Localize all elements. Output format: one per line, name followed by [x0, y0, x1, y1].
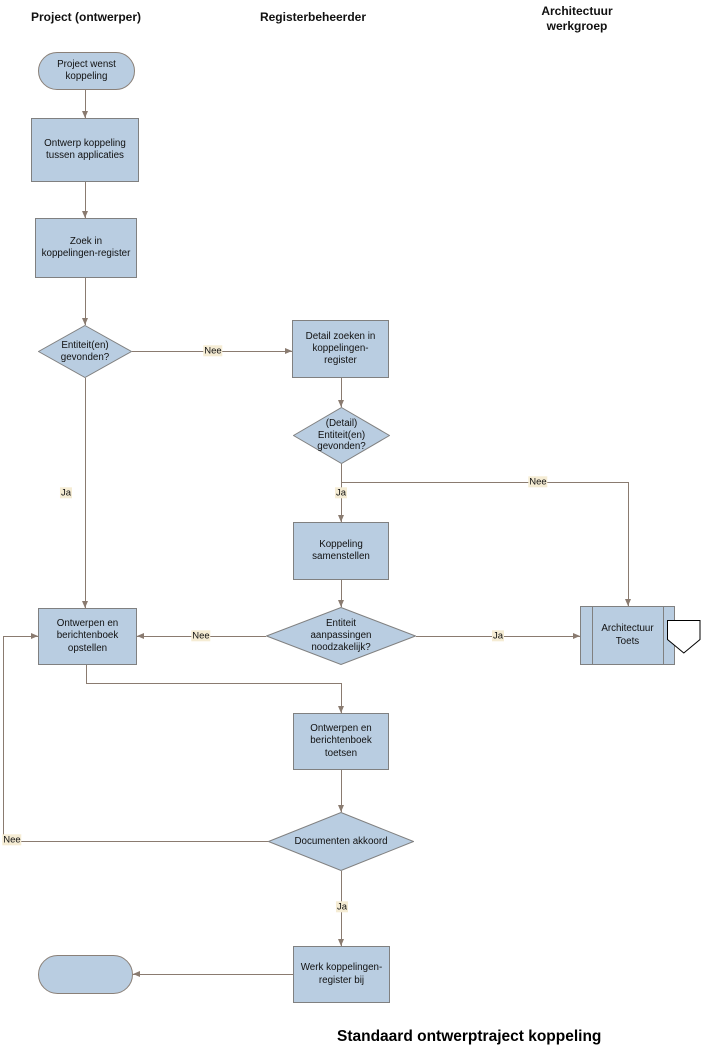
predefined-process-label: Architectuur Toets	[601, 623, 654, 647]
edge-label-nee: Nee	[2, 834, 22, 846]
terminator-project-wenst-koppeling: Project wenst koppeling	[38, 52, 135, 90]
decision-label: Documenten akkoord	[294, 835, 388, 847]
arrow-head	[133, 971, 140, 977]
predefined-process-architectuur-toets: Architectuur Toets	[580, 606, 675, 665]
edge-label-nee: Nee	[203, 345, 223, 357]
connector-line	[86, 683, 341, 684]
decision-entiteit-aanpassingen-noodzakelijk: Entiteit aanpassingen noodzakelijk?	[266, 607, 416, 665]
connector-line	[341, 378, 342, 407]
diagram-title: Standaard ontwerptraject koppeling	[337, 1028, 602, 1045]
arrow-head	[82, 211, 88, 218]
arrow-head	[338, 515, 344, 522]
diamond-shape	[268, 812, 414, 871]
decision-label: Entiteit aanpassingen noodzakelijk?	[310, 618, 372, 653]
edge-label-ja: Ja	[335, 901, 349, 913]
edge-label-ja: Ja	[491, 630, 505, 642]
diamond-shape	[266, 607, 416, 665]
arrow-head	[625, 599, 631, 606]
diamond-shape	[38, 325, 132, 378]
decision-label: (Detail) Entiteit(en) gevonden?	[317, 417, 366, 453]
decision-detail-entiteiten-gevonden: (Detail) Entiteit(en) gevonden?	[293, 407, 390, 464]
connector-line	[85, 278, 86, 325]
arrow-head	[82, 601, 88, 608]
connector-line	[133, 974, 293, 975]
decision-label: Entiteit(en) gevonden?	[60, 339, 110, 363]
arrow-head	[338, 400, 344, 407]
process-zoek-in-koppelingenregister: Zoek in koppelingen-register	[35, 218, 137, 278]
edge-label-ja: Ja	[334, 487, 348, 499]
connector-line	[3, 636, 38, 637]
process-werk-koppelingenregister-bij: Werk koppelingen-register bij	[293, 946, 390, 1003]
lane-header-registerbeheerder: Registerbeheerder	[259, 10, 367, 24]
connector-line	[85, 90, 86, 118]
connector-line	[341, 770, 342, 812]
connector-line	[341, 580, 342, 607]
edge-label-ja: Ja	[59, 487, 73, 499]
arrow-head	[137, 633, 144, 639]
arrow-head	[82, 318, 88, 325]
arrow-head	[338, 939, 344, 946]
arrow-head	[338, 706, 344, 713]
lane-header-architectuur-werkgroep: Architectuur werkgroep	[541, 4, 613, 33]
predefined-process-side-bar	[592, 607, 593, 664]
process-ontwerpen-berichtenboek-opstellen: Ontwerpen en berichtenboek opstellen	[38, 608, 137, 665]
connector-line	[3, 841, 268, 842]
diamond-shape	[293, 407, 390, 464]
connector-line	[341, 683, 342, 713]
edge-label-nee: Nee	[528, 476, 548, 488]
connector-line	[3, 636, 4, 841]
connector-line	[86, 665, 87, 683]
arrow-head	[82, 111, 88, 118]
decision-documenten-akkoord: Documenten akkoord	[268, 812, 414, 871]
connector-line	[341, 482, 628, 483]
terminator-end	[38, 955, 133, 994]
lane-header-project: Project (ontwerper)	[30, 10, 141, 24]
connector-line	[85, 378, 86, 608]
process-detail-zoeken-koppelingenregister: Detail zoeken in koppelingen-register	[292, 320, 389, 378]
arrow-head	[338, 805, 344, 812]
arrow-head	[338, 600, 344, 607]
off-page-connector-icon	[667, 620, 701, 654]
process-koppeling-samenstellen: Koppeling samenstellen	[293, 522, 389, 580]
decision-entiteiten-gevonden: Entiteit(en) gevonden?	[38, 325, 132, 378]
edge-label-nee: Nee	[191, 630, 211, 642]
arrow-head	[285, 348, 292, 354]
arrow-head	[573, 633, 580, 639]
predefined-process-side-bar	[663, 607, 664, 664]
arrow-head	[31, 633, 38, 639]
process-ontwerpen-berichtenboek-toetsen: Ontwerpen en berichtenboek toetsen	[293, 713, 389, 770]
connector-line	[85, 182, 86, 218]
connector-line	[628, 482, 629, 606]
process-ontwerp-koppeling: Ontwerp koppeling tussen applicaties	[31, 118, 139, 182]
